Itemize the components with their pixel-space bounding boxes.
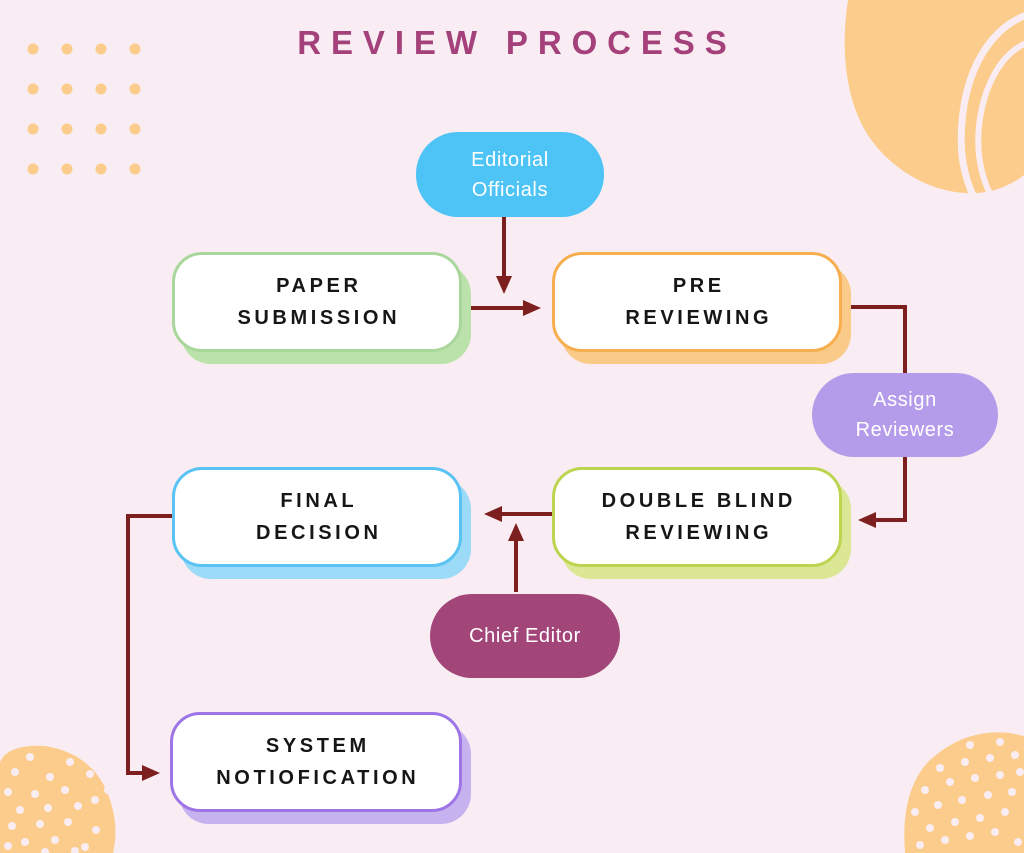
step-paper-submission: PAPER SUBMISSION — [172, 252, 462, 352]
actor-label: Editorial Officials — [471, 148, 549, 201]
actor-assign-reviewers: Assign Reviewers — [812, 373, 998, 457]
dot-grid-decoration — [27, 43, 141, 175]
blob-top-right-decoration — [844, 0, 1024, 202]
actor-label: Chief Editor — [469, 625, 581, 647]
step-label: DOUBLE BLIND REVIEWING — [601, 490, 796, 544]
blob-bottom-right-decoration — [904, 732, 1024, 853]
step-label: PRE REVIEWING — [625, 275, 773, 329]
blob-bottom-left-decoration — [0, 745, 116, 853]
arrow-editorial-to-flow — [496, 217, 512, 294]
actor-chief-editor: Chief Editor — [430, 594, 620, 678]
arrow-paper-to-pre — [470, 300, 541, 316]
step-double-blind-reviewing: DOUBLE BLIND REVIEWING — [552, 467, 842, 567]
arrow-chief-editor-up — [508, 523, 524, 592]
diagram-title: REVIEW PROCESS — [297, 24, 737, 61]
actor-label: Assign Reviewers — [855, 389, 955, 441]
step-label: SYSTEM NOTIOFICATION — [216, 735, 420, 789]
step-pre-reviewing: PRE REVIEWING — [552, 252, 842, 352]
arrow-final-to-system — [126, 514, 172, 781]
step-label: FINAL DECISION — [256, 490, 382, 544]
step-label: PAPER SUBMISSION — [237, 275, 401, 329]
step-final-decision: FINAL DECISION — [172, 467, 462, 567]
step-system-notification: SYSTEM NOTIOFICATION — [170, 712, 462, 812]
arrow-double-blind-to-final — [484, 506, 552, 522]
actor-editorial-officials: Editorial Officials — [416, 132, 604, 217]
